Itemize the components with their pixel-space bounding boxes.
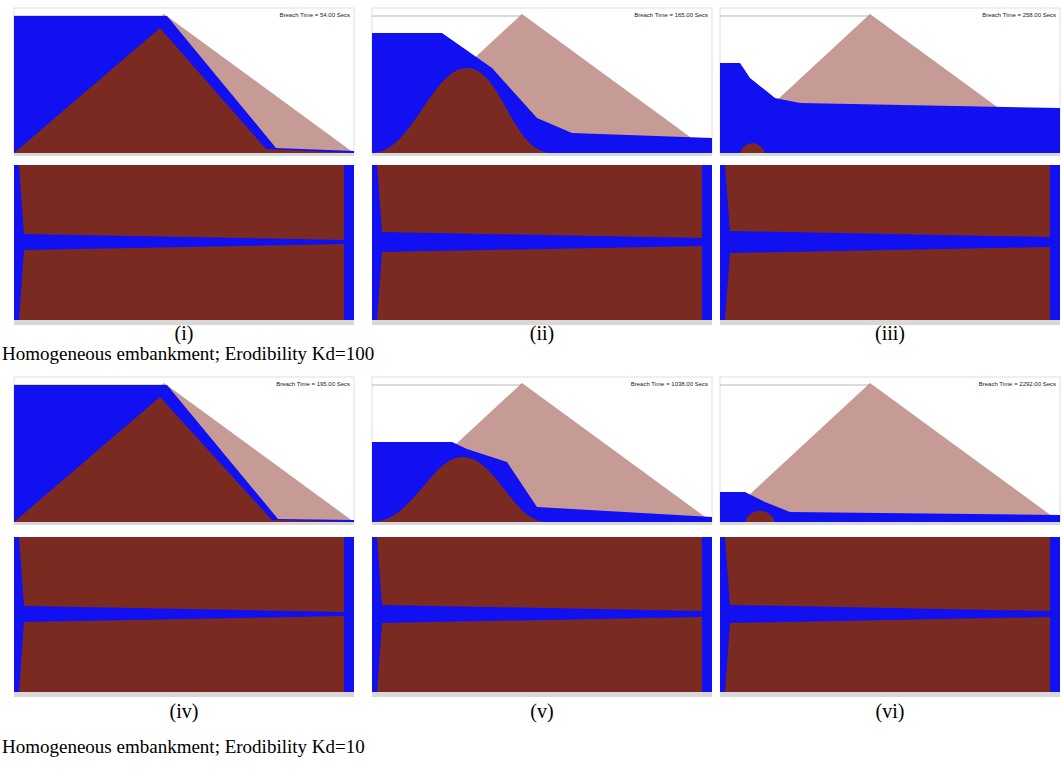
plan-view [720,537,1060,697]
water-flow [372,33,712,153]
downstream-water [344,537,354,692]
original-embankment [720,14,1060,153]
embankment-plan [720,165,1060,320]
panel-number: (iii) [875,322,905,345]
downstream-water [702,165,712,320]
downstream-water [344,165,354,320]
initial-water-level [372,385,522,386]
profile-view [14,377,354,525]
frame-bar [372,153,712,156]
frame-bar [372,522,712,525]
frame [720,8,1060,153]
frame-bar [14,522,354,525]
plan-view [14,165,354,325]
panel-number: (v) [530,700,553,723]
breach-channel [14,165,344,320]
panel-caption: Homogeneous embankment; Erodibility Kd=1… [2,736,365,758]
breach-time: Breach Time = 258.00 Secs [982,12,1056,18]
breach-time: Breach Time = 1038.00 Secs [631,381,708,387]
original-embankment [14,383,354,522]
water-flow [720,63,1060,153]
plan-view [14,537,354,697]
frame [372,377,712,522]
panel-number: (vi) [876,700,905,723]
panel-number: (iv) [170,700,199,723]
plan-view [720,165,1060,325]
water-flow [14,385,354,522]
status-bar [14,692,354,697]
frame [14,377,354,522]
frame [372,8,712,153]
panel-number: (ii) [530,322,554,345]
breach-time: Breach Time = 2292.00 Secs [979,381,1056,387]
embankment-plan [720,537,1060,692]
frame-bar [720,153,1060,156]
plan-view [372,537,712,697]
water-flow [14,16,354,153]
breach-channel [720,165,1050,320]
original-embankment [372,14,712,153]
profile-view [14,8,354,156]
frame-bar [14,153,354,156]
downstream-water [702,537,712,692]
panel-caption: Homogeneous embankment; Erodibility Kd=1… [2,343,374,365]
remaining-embankment [14,397,354,522]
remaining-embankment [14,28,354,153]
initial-water-level [720,385,870,386]
original-embankment [14,14,354,153]
panel-number: (i) [175,322,194,345]
breach-channel [372,165,702,320]
frame-bar [720,522,1060,525]
remaining-embankment [740,143,765,153]
water-flow [372,442,712,522]
status-bar [720,692,1060,697]
profile-view [720,377,1060,525]
embankment-plan [372,165,712,320]
plan-view [372,165,712,325]
breach-time: Breach Time = 54.00 Secs [279,12,350,18]
breach-channel [720,537,1050,692]
breach-channel [372,537,702,692]
remaining-embankment [372,457,547,522]
profile-view [372,8,712,156]
frame [720,377,1060,522]
downstream-water [1050,165,1060,320]
original-embankment [372,383,712,522]
breach-channel [14,537,344,692]
profile-view [720,8,1060,156]
status-bar [372,692,712,697]
water-flow [720,492,1060,522]
initial-water-level [720,16,870,17]
remaining-embankment [745,511,775,522]
original-embankment [720,383,1060,522]
breach-time: Breach Time = 195.00 Secs [276,381,350,387]
breach-time: Breach Time = 165.00 Secs [634,12,708,18]
remaining-embankment [372,68,552,153]
embankment-plan [14,165,354,320]
embankment-plan [14,537,354,692]
initial-water-level [372,16,522,17]
profile-view [372,377,712,525]
downstream-water [1050,537,1060,692]
frame [14,8,354,153]
embankment-plan [372,537,712,692]
